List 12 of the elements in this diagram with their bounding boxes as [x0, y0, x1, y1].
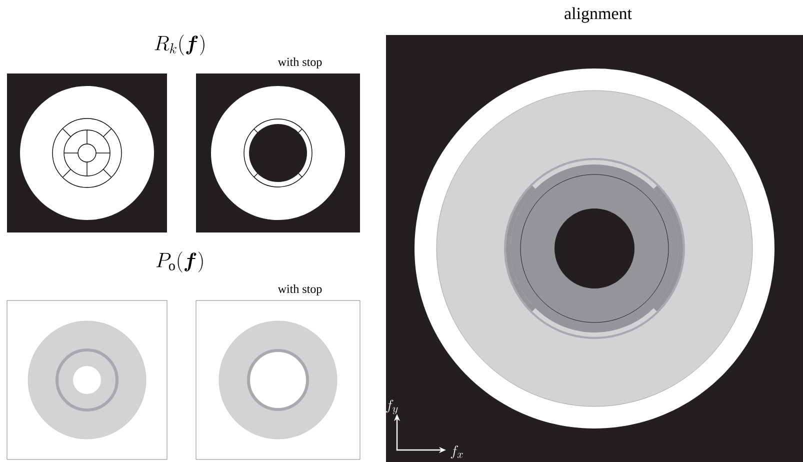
panel-title: $R_k(\boldsymbol{f})$	[154, 34, 204, 56]
pupil-drawing	[196, 74, 360, 232]
axis-label: $f_y$	[386, 400, 398, 414]
panel-caption: with stop	[278, 284, 322, 296]
pupil-drawing	[6, 300, 168, 460]
axis-label: $f_x$	[450, 445, 463, 459]
panel-title: $P_\mathrm{o}(\boldsymbol{f})$	[156, 252, 203, 272]
pupil-drawing	[386, 35, 803, 462]
pupil-drawing	[196, 300, 360, 460]
pupil-drawing	[7, 74, 167, 232]
panel-caption: with stop	[278, 58, 322, 68]
panel-caption: alignment	[564, 7, 632, 23]
